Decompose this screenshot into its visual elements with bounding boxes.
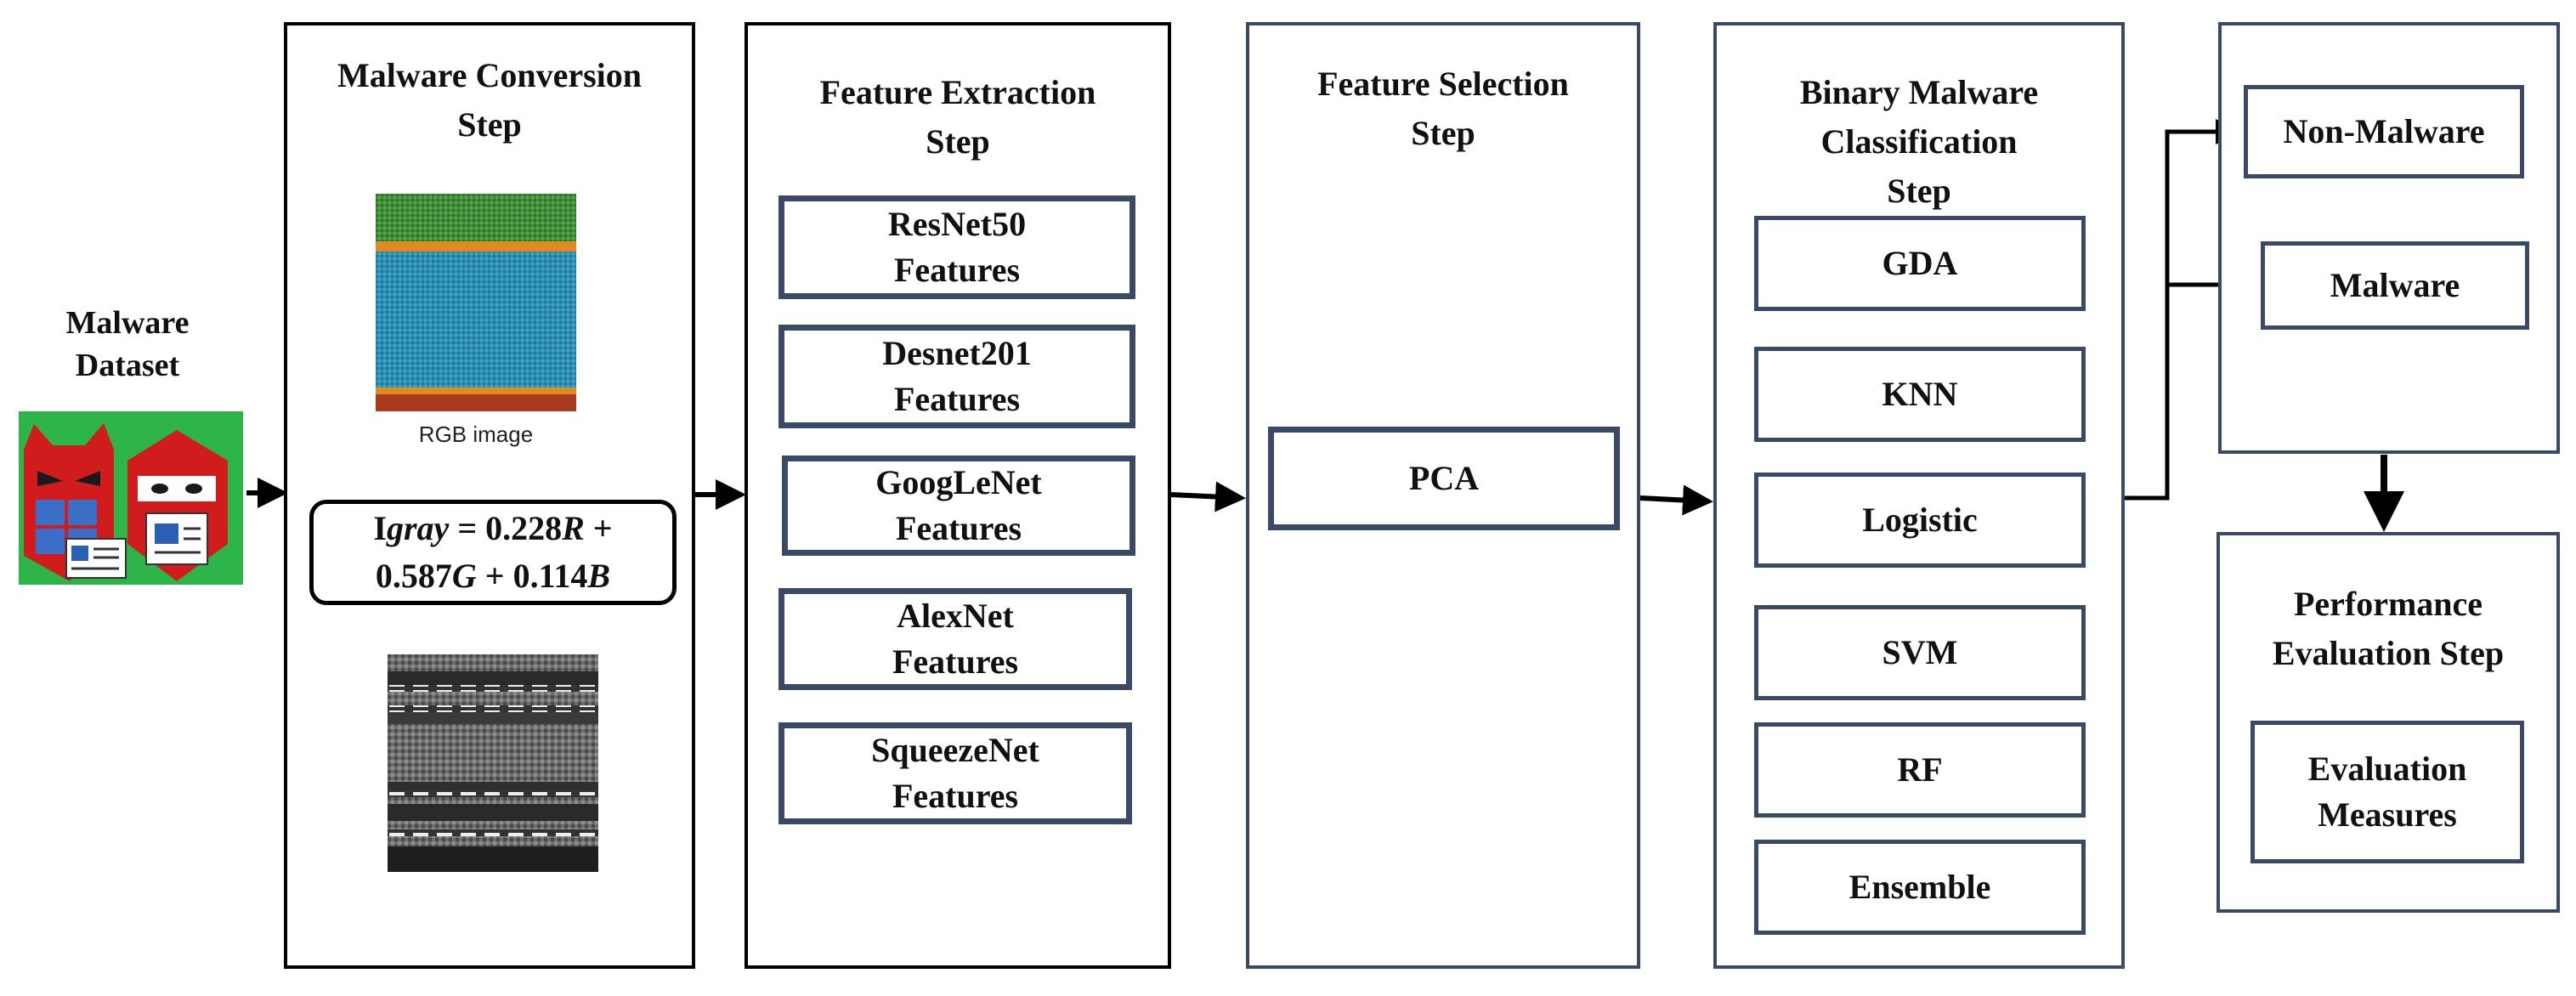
arrow-selection-to-classification bbox=[1639, 484, 1713, 516]
malware-dataset-icon bbox=[19, 411, 243, 585]
classifier-knn: KNN bbox=[1754, 347, 2086, 442]
grayscale-image bbox=[388, 654, 598, 872]
rgb-image-caption: RGB image bbox=[418, 422, 534, 447]
selection-step-title: Feature Selection Step bbox=[1317, 65, 1569, 152]
output-malware: Malware bbox=[2261, 241, 2529, 330]
classifier-logistic: Logistic bbox=[1754, 473, 2086, 568]
classifier-rf: RF bbox=[1754, 722, 2086, 818]
extraction-step-title: Feature Extraction Step bbox=[819, 73, 1096, 161]
dataset-label: Malware Dataset bbox=[65, 305, 190, 383]
grayscale-formula: Igray = 0.228R + 0.587G + 0.114B bbox=[309, 500, 677, 605]
arrow-extraction-to-selection bbox=[1170, 481, 1246, 512]
classifier-svm: SVM bbox=[1754, 605, 2086, 700]
classifier-gda: GDA bbox=[1754, 216, 2086, 311]
evaluation-step-title: Performance Evaluation Step bbox=[2272, 585, 2505, 672]
output-non-malware: Non-Malware bbox=[2244, 85, 2524, 178]
conversion-step-title: Malware Conversion Step bbox=[337, 56, 643, 144]
classifier-ensemble: Ensemble bbox=[1754, 840, 2086, 935]
method-pca: PCA bbox=[1268, 427, 1620, 530]
classification-step-title: Binary Malware Classification Step bbox=[1799, 73, 2039, 210]
rgb-image bbox=[376, 194, 576, 411]
